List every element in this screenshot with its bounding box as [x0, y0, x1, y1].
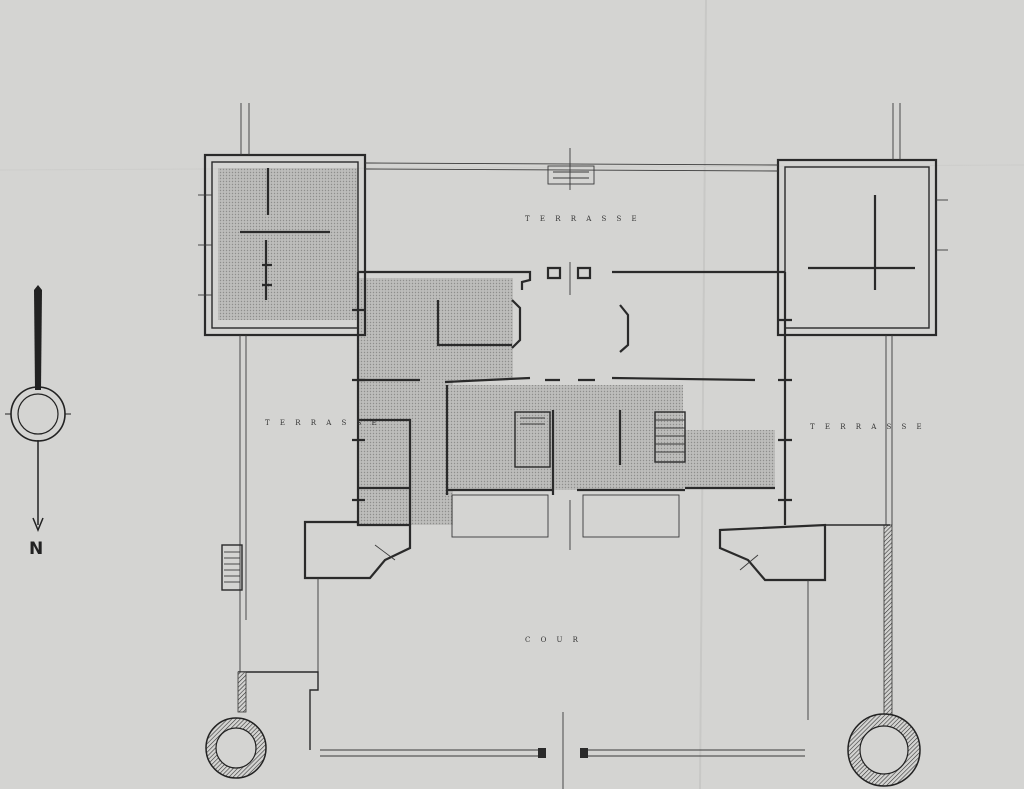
north-arrow-shaft-icon	[34, 285, 42, 390]
arrow-head-icon	[32, 517, 44, 532]
southwest-tower	[205, 717, 267, 779]
shaded-rooms	[218, 168, 775, 525]
terrasse-west-label: T E R R A S S E	[265, 419, 381, 427]
northwest-pavilion	[198, 103, 367, 337]
courtyard: C O U R	[237, 524, 893, 789]
side-terraces: T E R R A S S E T E R R A S S E	[221, 335, 926, 680]
south-wings	[303, 520, 827, 582]
southeast-tower	[847, 713, 921, 787]
north-arrow: N	[5, 285, 71, 559]
compass-ring-icon	[10, 386, 66, 442]
north-terrace: T E R R A S S E	[364, 148, 779, 223]
north-letter: N	[29, 539, 43, 559]
northeast-pavilion	[776, 103, 948, 337]
terrasse-north-label: T E R R A S S E	[525, 215, 641, 223]
central-block	[352, 262, 792, 550]
terrasse-east-label: T E R R A S S E	[810, 423, 926, 431]
cour-label: C O U R	[525, 636, 582, 644]
